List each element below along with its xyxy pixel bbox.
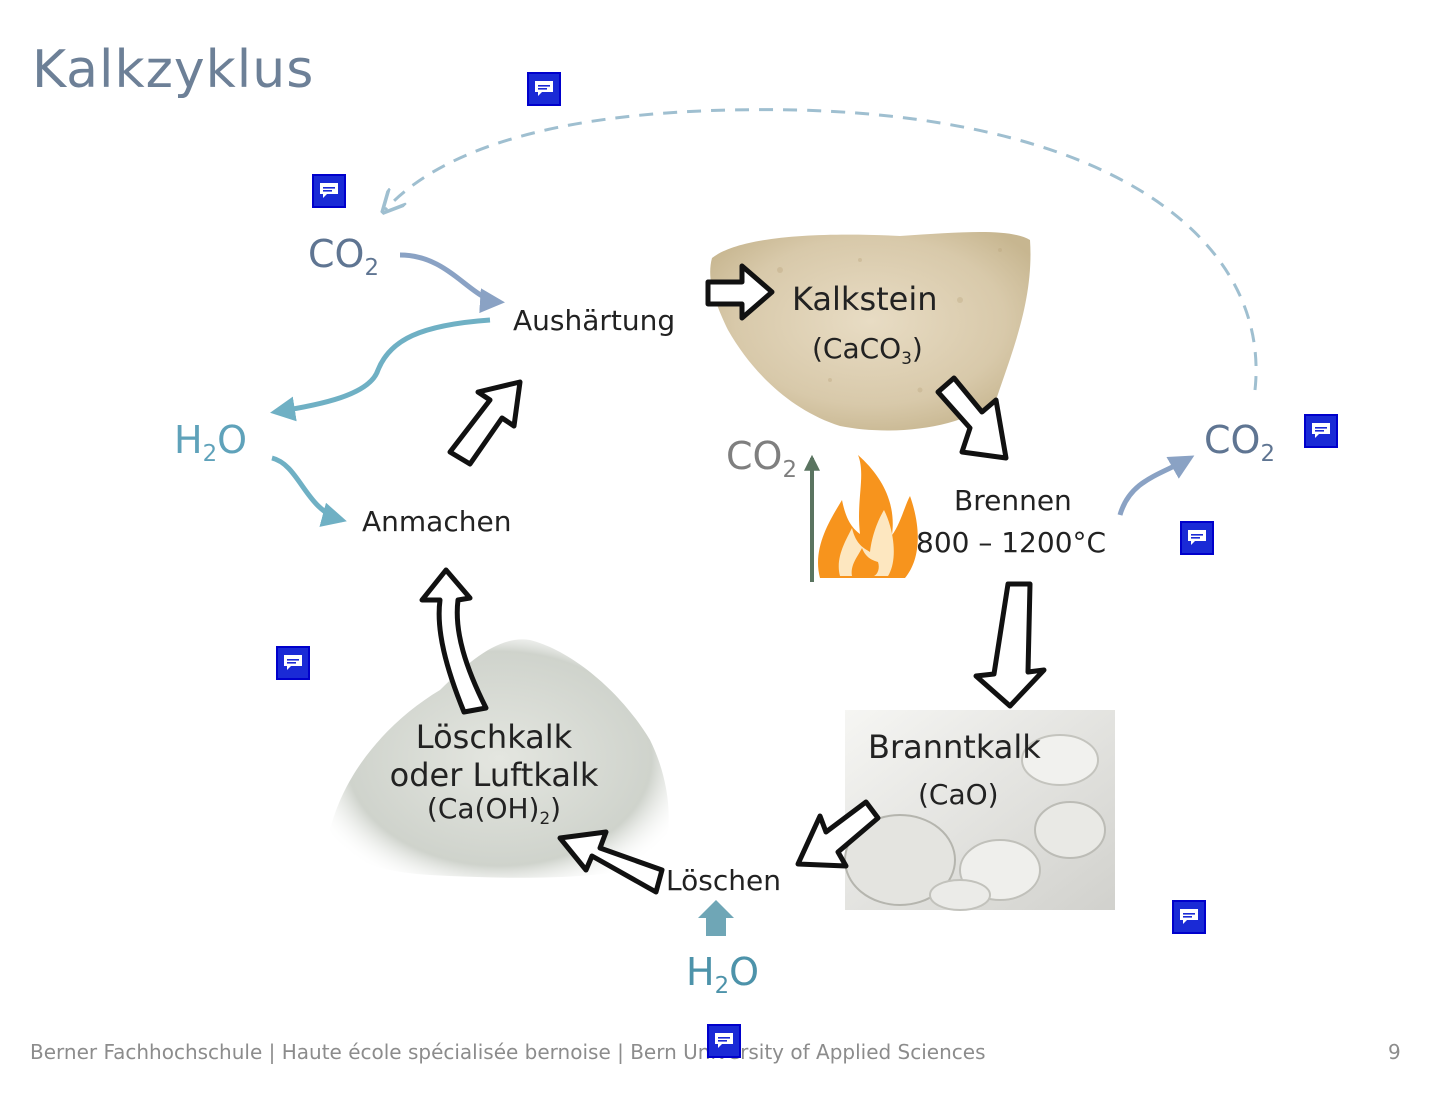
label-aushaertung: Aushärtung xyxy=(513,304,676,337)
h2o-bottom: H2O xyxy=(686,950,759,999)
label-luftkalk: oder Luftkalk xyxy=(389,756,599,794)
water-input-arrow xyxy=(698,900,734,936)
kalkstein-formula-sub: 3 xyxy=(901,347,912,368)
co2-right-main: CO xyxy=(1204,418,1261,462)
co2-out-arrow xyxy=(1117,455,1195,516)
h2o-left-h: H xyxy=(174,418,203,462)
h2o-bottom-h: H xyxy=(686,950,715,994)
label-loeschen: Löschen xyxy=(666,864,781,897)
label-temperature: 800 – 1200°C xyxy=(916,526,1107,559)
arrow-to-branntkalk xyxy=(973,581,1047,709)
quicklime-image xyxy=(844,710,1115,911)
page-number: 9 xyxy=(1388,1040,1401,1064)
arrow-to-aushaertung xyxy=(447,379,523,467)
co2-top-left: CO2 xyxy=(308,232,379,281)
kalkstein-formula: (CaCO3) xyxy=(812,332,923,368)
co2-right-sub: 2 xyxy=(1260,440,1275,467)
comment-icon[interactable] xyxy=(276,646,310,680)
h2o-out-arrow xyxy=(270,317,491,422)
loeschkalk-formula-end: ) xyxy=(550,792,562,825)
arrow-to-brennen xyxy=(935,375,1009,461)
arrow-to-anmachen xyxy=(419,567,489,715)
label-branntkalk: Branntkalk xyxy=(868,728,1041,766)
co2-fire-sub: 2 xyxy=(782,456,797,483)
kalkstein-formula-main: (CaCO xyxy=(812,332,902,365)
co2-top-left-main: CO xyxy=(308,232,365,276)
label-brennen: Brennen xyxy=(954,484,1072,517)
comment-icon[interactable] xyxy=(312,174,346,208)
h2o-left: H2O xyxy=(174,418,247,467)
slaked-lime-image xyxy=(330,639,669,878)
co2-fire: CO2 xyxy=(726,434,797,483)
co2-right: CO2 xyxy=(1204,418,1275,467)
h2o-left-o: O xyxy=(217,418,248,462)
comment-icon[interactable] xyxy=(1304,414,1338,448)
kalkstein-formula-end: ) xyxy=(911,332,923,365)
label-anmachen: Anmachen xyxy=(362,505,512,538)
slide-title: Kalkzyklus xyxy=(32,40,315,100)
label-loeschkalk: Löschkalk xyxy=(415,718,573,756)
co2-in-arrow xyxy=(399,252,505,314)
fire-icon xyxy=(818,455,918,578)
arrow-to-loeschkalk xyxy=(557,829,665,895)
loeschkalk-formula: (Ca(OH)2) xyxy=(427,792,561,828)
slide-footer: Berner Fachhochschule | Haute école spéc… xyxy=(30,1040,986,1064)
co2-return-arrow xyxy=(385,108,1258,391)
co2-fire-main: CO xyxy=(726,434,783,478)
h2o-bottom-sub: 2 xyxy=(714,972,730,999)
label-kalkstein: Kalkstein xyxy=(792,280,938,318)
label-branntkalk-formula: (CaO) xyxy=(918,778,999,811)
loeschkalk-formula-sub: 2 xyxy=(539,807,551,828)
arrow-to-loeschen xyxy=(795,799,881,869)
arrow-to-kalkstein xyxy=(705,263,775,321)
h2o-bottom-o: O xyxy=(729,950,760,994)
h2o-in-arrow xyxy=(271,455,347,527)
h2o-left-sub: 2 xyxy=(202,440,218,467)
comment-icon[interactable] xyxy=(707,1024,741,1058)
co2-top-left-sub: 2 xyxy=(364,254,379,281)
comment-icon[interactable] xyxy=(1180,521,1214,555)
loeschkalk-formula-main: (Ca(OH) xyxy=(426,792,540,825)
comment-icon[interactable] xyxy=(1172,900,1206,934)
comment-icon[interactable] xyxy=(527,72,561,106)
